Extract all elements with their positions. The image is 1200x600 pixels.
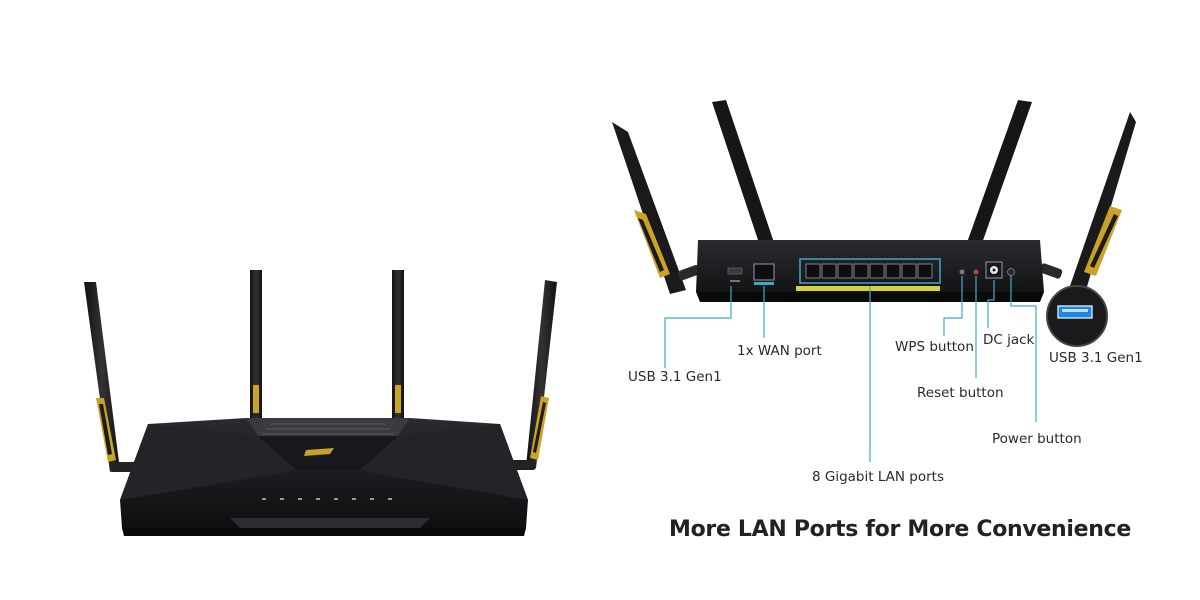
antenna-left-outer — [84, 282, 138, 472]
label-wan-port: 1x WAN port — [737, 343, 822, 359]
headline: More LAN Ports for More Convenience — [669, 517, 1131, 542]
label-wps-button: WPS button — [895, 339, 974, 355]
label-reset-button: Reset button — [917, 385, 1004, 401]
label-dc-jack: DC jack — [983, 332, 1035, 348]
antenna-right-outer — [508, 280, 557, 470]
router-front-view — [84, 270, 557, 536]
label-power-button: Power button — [992, 431, 1082, 447]
router-back-icon — [612, 100, 1136, 462]
router-body — [120, 418, 528, 536]
router-front-icon — [84, 270, 557, 536]
usb-port-zoom-icon — [1046, 285, 1108, 347]
router-back-body — [696, 240, 1044, 302]
callout-lines — [664, 276, 1037, 462]
label-usb-left: USB 3.1 Gen1 — [628, 369, 722, 385]
antenna-back-right — [1039, 112, 1136, 290]
label-lan-ports: 8 Gigabit LAN ports — [812, 469, 945, 485]
label-usb-right: USB 3.1 Gen1 — [1049, 350, 1143, 366]
antenna-back-left — [612, 122, 701, 294]
antenna-inner-left — [250, 270, 262, 420]
router-back-view: USB 3.1 Gen1 1x WAN port WPS button DC j… — [600, 0, 1200, 600]
antenna-inner-right — [392, 270, 404, 420]
